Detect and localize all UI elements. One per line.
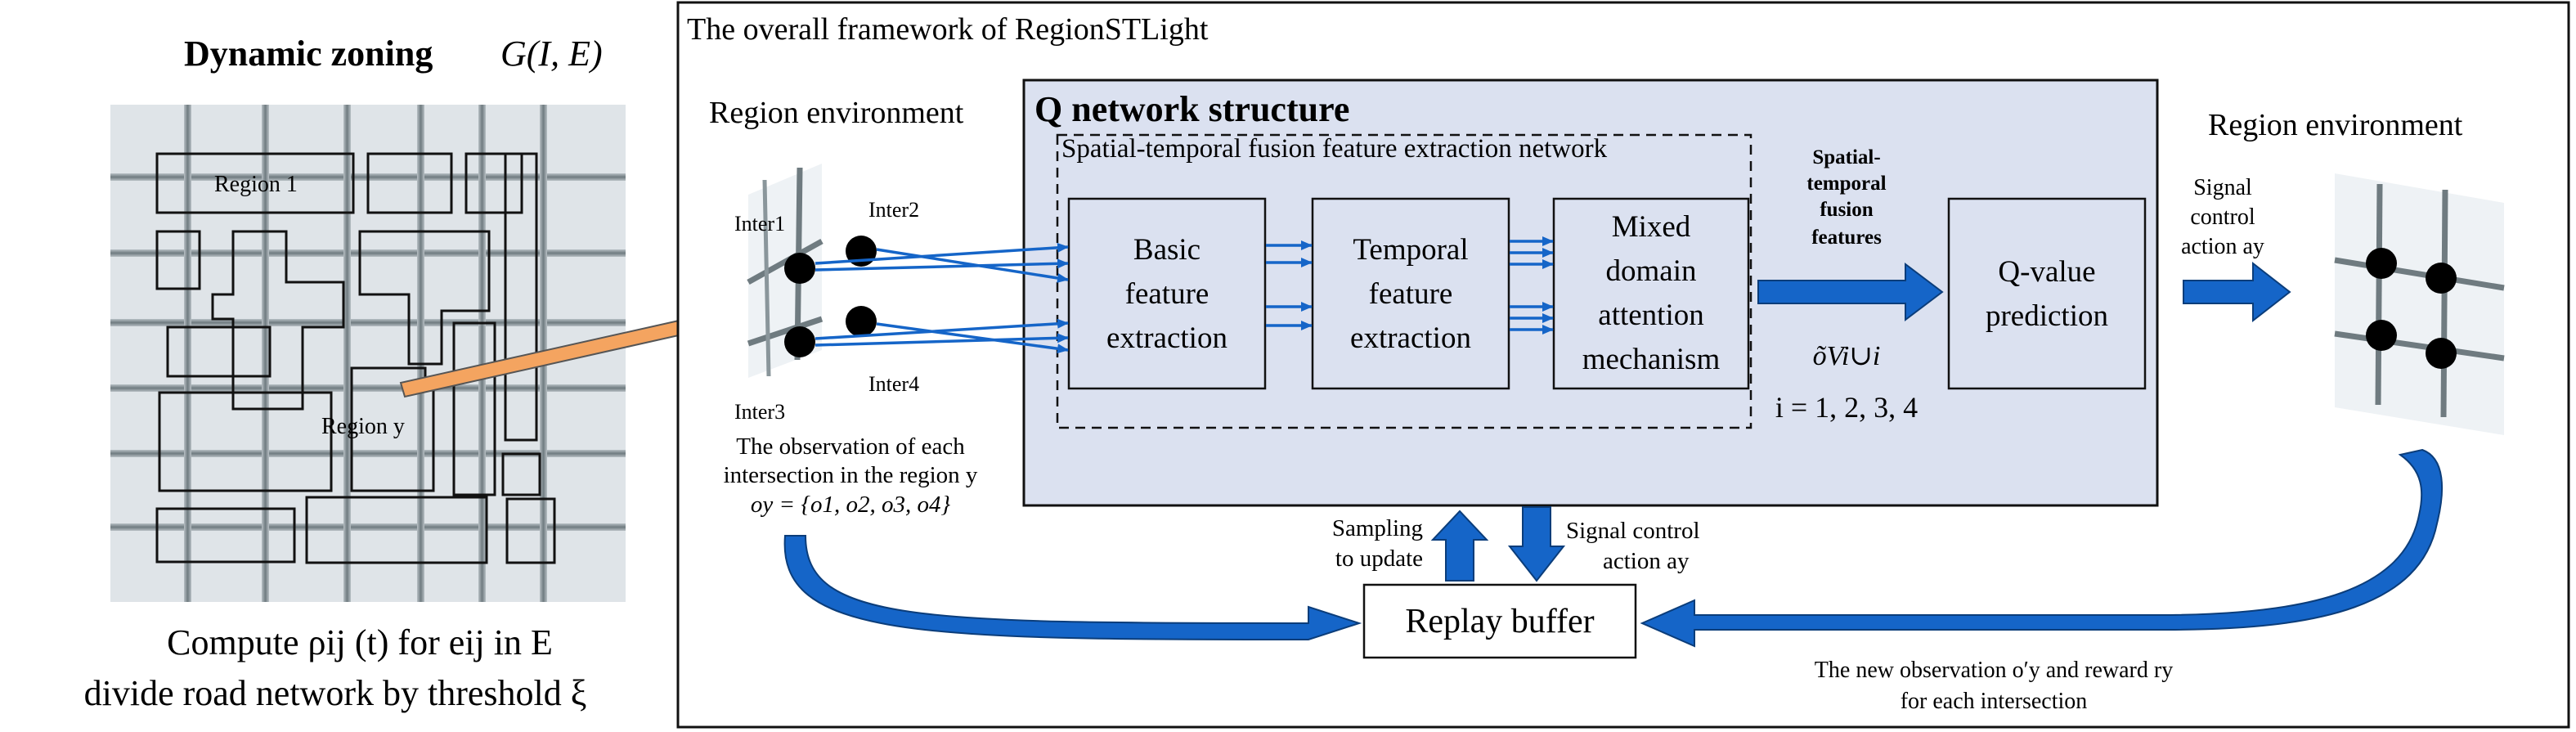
region-intersections-left: Inter1 Inter2 Inter3 Inter4	[734, 164, 919, 424]
intersection-dot	[2426, 338, 2457, 369]
temporal-line1: Temporal	[1353, 233, 1468, 267]
inter4-label: Inter4	[868, 372, 919, 396]
fusion-features-line2: temporal	[1806, 173, 1886, 195]
q-value-prediction-box	[1947, 197, 2147, 390]
observation-line2: intersection in the region y	[724, 462, 978, 488]
mixed-line2: domain	[1606, 254, 1697, 288]
observation-line1: The observation of each	[736, 433, 965, 460]
signal-right-line3: action ay	[2181, 234, 2264, 259]
region-environment-right: Region environment	[2208, 108, 2463, 142]
replay-buffer-box	[1362, 583, 1637, 659]
replay-buffer-label: Replay buffer	[1405, 603, 1594, 640]
basic-line2: feature	[1125, 277, 1209, 311]
mixed-domain-attention-box	[1552, 197, 1750, 390]
temporal-line2: feature	[1369, 277, 1453, 311]
intersection-dot	[846, 306, 877, 337]
intersection-dot	[2426, 263, 2457, 294]
basic-to-temporal-arrows	[1266, 240, 1313, 330]
basic-feature-extraction-box	[1067, 197, 1267, 390]
temporal-line3: extraction	[1350, 321, 1471, 355]
mixed-line4: mechanism	[1582, 343, 1721, 376]
inter2-label: Inter2	[868, 198, 919, 222]
region-y-label: Region y	[321, 414, 405, 439]
intersection-dot	[784, 253, 815, 284]
region-environment-left: Region environment	[709, 96, 964, 130]
intersection-dot	[2366, 320, 2397, 351]
dynamic-zoning-panel: Dynamic zoning G(I, E)	[84, 34, 729, 713]
graph-formula: G(I, E)	[500, 34, 603, 74]
inter3-label: Inter3	[734, 400, 785, 424]
qvalue-line1: Q-value	[1998, 255, 2095, 289]
new-observation-line2: for each intersection	[1901, 689, 2088, 714]
index-range: i = 1, 2, 3, 4	[1775, 391, 1918, 424]
intersection-dot	[2366, 248, 2397, 279]
inter1-label: Inter1	[734, 212, 785, 236]
sampling-up-arrow	[1430, 510, 1489, 582]
observation-input-arrows	[815, 242, 1069, 354]
fusion-symbol: õVi∪i	[1813, 341, 1881, 371]
basic-line3: extraction	[1106, 321, 1227, 355]
qvalue-line2: prediction	[1986, 299, 2108, 333]
temporal-feature-extraction-box	[1311, 197, 1510, 390]
sampling-line1: Sampling	[1332, 515, 1423, 541]
fusion-features-arrow	[1757, 262, 1944, 322]
signal-bottom-line2: action ay	[1603, 548, 1690, 574]
signal-right-line1: Signal	[2193, 175, 2252, 200]
temporal-to-attention-arrows	[1510, 236, 1554, 335]
zoning-caption-line1: Compute ρij (t) for eij in E	[167, 622, 553, 662]
mixed-line1: Mixed	[1612, 210, 1691, 244]
intersection-dot	[784, 326, 815, 357]
observation-formula: oy = {o1, o2, o3, o4}	[751, 492, 951, 518]
region-1-label: Region 1	[214, 172, 298, 197]
sampling-line2: to update	[1335, 546, 1423, 572]
mixed-line3: attention	[1598, 299, 1703, 332]
zoning-caption-line2: divide road network by threshold ξ	[84, 673, 587, 713]
region-intersections-right	[2334, 173, 2505, 435]
environment-to-buffer-arrow	[1640, 448, 2444, 648]
fusion-network-title: Spatial-temporal fusion feature extracti…	[1061, 134, 1608, 164]
dynamic-zoning-title: Dynamic zoning	[184, 34, 433, 74]
fusion-network-dashed-box	[1056, 133, 1752, 429]
signal-bottom-line1: Signal control	[1566, 518, 1700, 544]
fusion-features-line3: fusion	[1820, 199, 1873, 221]
framework-title: The overall framework of RegionSTLight	[687, 12, 1209, 47]
fusion-features-line1: Spatial-	[1812, 146, 1880, 168]
signal-control-down-arrow	[1507, 506, 1566, 582]
q-network-title: Q network structure	[1034, 89, 1349, 129]
signal-control-arrow-right	[2183, 261, 2291, 323]
basic-line1: Basic	[1133, 233, 1200, 267]
observation-to-buffer-arrow	[783, 535, 1362, 641]
signal-right-line2: control	[2190, 204, 2255, 230]
fusion-features-line4: features	[1811, 227, 1882, 249]
new-observation-line1: The new observation o′y and reward ry	[1815, 658, 2173, 683]
framework-panel: The overall framework of RegionSTLight R…	[676, 1, 2570, 729]
